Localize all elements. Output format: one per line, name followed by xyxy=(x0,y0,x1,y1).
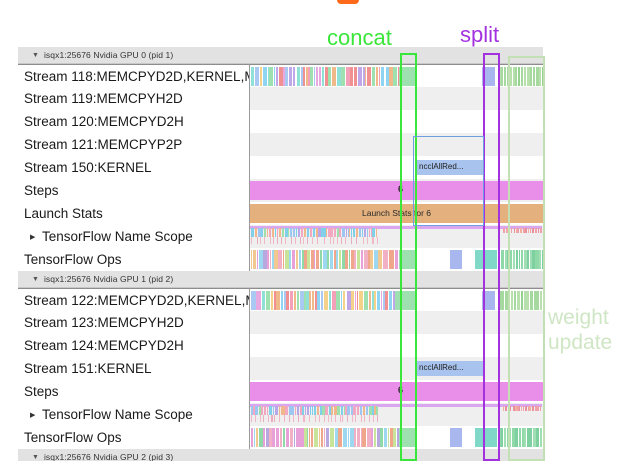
timeline-row[interactable]: ▶ TensorFlow Name Scope xyxy=(18,403,543,426)
process-group-header[interactable]: ▼ isqx1:25676 Nvidia GPU 2 (pid 3) xyxy=(18,449,543,461)
timeline-row-label: Stream 120:MEMCPYD2H xyxy=(18,110,250,133)
launch-stats-label: Launch Stats for 6 xyxy=(362,208,431,218)
process-group-header[interactable]: ▼ isqx1:25676 Nvidia GPU 0 (pid 1) xyxy=(18,47,543,64)
timeline-row-label-text: TensorFlow Name Scope xyxy=(42,407,193,422)
timeline-row-label: Launch Stats xyxy=(18,202,250,225)
nccl-allreduce-event[interactable]: ncclAllRed... xyxy=(415,160,485,175)
steps-step-number: 6 xyxy=(398,385,404,395)
timeline-row-label: Stream 151:KERNEL xyxy=(18,357,250,380)
timeline-row-label: ▶ TensorFlow Name Scope xyxy=(18,225,250,248)
annotation-weight-update: weight update xyxy=(548,305,612,355)
timeline-row-label: Steps xyxy=(18,179,250,202)
timeline-row[interactable]: Steps 6 xyxy=(18,380,543,403)
timeline-lane[interactable] xyxy=(250,426,543,449)
timeline-row[interactable]: ▶ TensorFlow Name Scope xyxy=(18,225,543,248)
process-group-header[interactable]: ▼ isqx1:25676 Nvidia GPU 1 (pid 2) xyxy=(18,271,543,288)
timeline-row[interactable]: Stream 118:MEMCPYD2D,KERNEL,ME xyxy=(18,64,543,87)
timeline-row-label: Stream 122:MEMCPYD2D,KERNEL,MI xyxy=(18,288,250,311)
expand-triangle-icon[interactable]: ▶ xyxy=(30,233,36,241)
timeline-row[interactable]: Stream 122:MEMCPYD2D,KERNEL,MI xyxy=(18,288,543,311)
timeline-row[interactable]: Launch Stats Launch Stats for 6 xyxy=(18,202,543,225)
timeline-lane[interactable] xyxy=(250,403,543,426)
timeline-row[interactable]: Steps 6 xyxy=(18,179,543,202)
collapse-triangle-icon[interactable]: ▼ xyxy=(32,453,39,461)
timeline-row[interactable]: TensorFlow Ops xyxy=(18,248,543,271)
timeline-lane[interactable]: ncclAllRed... xyxy=(250,156,543,179)
timeline-row-label: Stream 124:MEMCPYD2H xyxy=(18,334,250,357)
timeline-lane[interactable]: ncclAllRed... xyxy=(250,357,543,380)
timeline-lane[interactable] xyxy=(250,133,543,156)
timeline-row-label: Stream 119:MEMCPYH2D xyxy=(18,87,250,110)
timeline-lane[interactable]: 6 xyxy=(250,179,543,202)
steps-bar[interactable]: 6 xyxy=(250,181,543,200)
timeline-row-label: Stream 150:KERNEL xyxy=(18,156,250,179)
timeline-row[interactable]: Stream 151:KERNEL ncclAllRed... xyxy=(18,357,543,380)
timeline-row[interactable]: Stream 123:MEMCPYH2D xyxy=(18,311,543,334)
steps-step-number: 6 xyxy=(398,184,404,194)
collapse-triangle-icon[interactable]: ▼ xyxy=(32,51,39,59)
timeline-row[interactable]: Stream 119:MEMCPYH2D xyxy=(18,87,543,110)
process-group-label: isqx1:25676 Nvidia GPU 0 (pid 1) xyxy=(43,50,174,60)
timeline-row-label: TensorFlow Ops xyxy=(18,426,250,449)
annotation-split: split xyxy=(460,22,500,47)
timeline-row-label: TensorFlow Ops xyxy=(18,248,250,271)
launch-stats-bar[interactable]: Launch Stats for 6 xyxy=(250,204,543,223)
timeline-row-label: Steps xyxy=(18,380,250,403)
timeline-lane[interactable] xyxy=(250,225,543,248)
expand-triangle-icon[interactable]: ▶ xyxy=(30,411,36,419)
timeline-row[interactable]: Stream 150:KERNEL ncclAllRed... xyxy=(18,156,543,179)
timeline-row[interactable]: TensorFlow Ops xyxy=(18,426,543,449)
process-group-label: isqx1:25676 Nvidia GPU 2 (pid 3) xyxy=(43,452,174,461)
timeline-lane[interactable] xyxy=(250,87,543,110)
timeline-row-label: Stream 118:MEMCPYD2D,KERNEL,ME xyxy=(18,64,250,87)
timeline-lane[interactable] xyxy=(250,64,543,87)
timeline-row[interactable]: Stream 124:MEMCPYD2H xyxy=(18,334,543,357)
timeline-row-label: Stream 123:MEMCPYH2D xyxy=(18,311,250,334)
timeline-row[interactable]: Stream 121:MEMCPYP2P xyxy=(18,133,543,156)
nccl-allreduce-event[interactable]: ncclAllRed... xyxy=(415,361,485,376)
cut-off-orange-label xyxy=(337,0,359,4)
collapse-triangle-icon[interactable]: ▼ xyxy=(32,275,39,283)
annotation-concat: concat xyxy=(327,25,392,50)
timeline-row-label: Stream 121:MEMCPYP2P xyxy=(18,133,250,156)
nccl-allreduce-label: ncclAllRed... xyxy=(419,162,464,171)
nccl-allreduce-label: ncclAllRed... xyxy=(419,363,464,372)
timeline-lane[interactable]: Launch Stats for 6 xyxy=(250,202,543,225)
annotation-weight-line1: weight xyxy=(548,306,609,329)
timeline-lane[interactable] xyxy=(250,334,543,357)
steps-bar[interactable]: 6 xyxy=(250,382,543,401)
timeline-lane[interactable] xyxy=(250,288,543,311)
timeline-row-label: ▶ TensorFlow Name Scope xyxy=(18,403,250,426)
annotation-weight-line2: update xyxy=(548,331,613,354)
timeline-lane[interactable]: 6 xyxy=(250,380,543,403)
timeline-lane[interactable] xyxy=(250,248,543,271)
trace-panel[interactable]: ▼ isqx1:25676 Nvidia GPU 0 (pid 1) Stream … xyxy=(18,47,543,461)
timeline-row-label-text: TensorFlow Name Scope xyxy=(42,229,193,244)
timeline-lane[interactable] xyxy=(250,110,543,133)
process-group-label: isqx1:25676 Nvidia GPU 1 (pid 2) xyxy=(43,274,174,284)
timeline-row[interactable]: Stream 120:MEMCPYD2H xyxy=(18,110,543,133)
timeline-lane[interactable] xyxy=(250,311,543,334)
